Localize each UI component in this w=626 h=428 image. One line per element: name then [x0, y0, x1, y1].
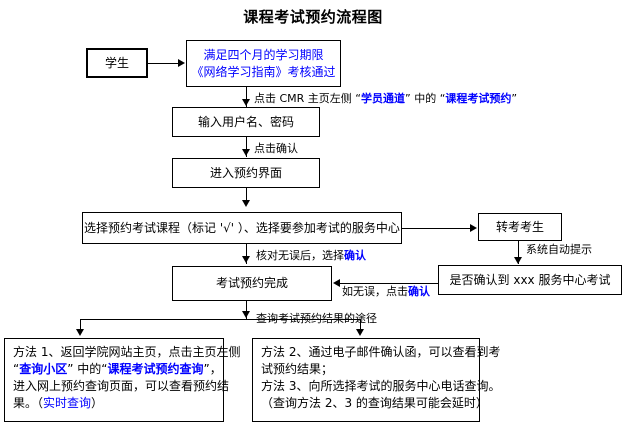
- node-student: 学生: [86, 48, 148, 78]
- edge-label-highlight-2: 课程考试预约: [445, 92, 512, 105]
- edge-confirm-to-done-line: [340, 283, 438, 284]
- edge-student-to-prereq-arrow: [178, 59, 185, 67]
- node-prerequisite-line1: 满足四个月的学习期限: [203, 47, 324, 62]
- node-select-course: 选择预约考试课程（标记 '√' ）、选择要参加考试的服务中心: [82, 212, 402, 244]
- node-method-2-3-line1: 方法 2、通过电子邮件确认函，可以查看到考: [261, 345, 501, 359]
- edge-transfer-to-confirm-line: [518, 241, 519, 264]
- node-select-course-label: 选择预约考试课程（标记 '√' ）、选择要参加考试的服务中心: [84, 220, 400, 235]
- node-method-2-3: 方法 2、通过电子邮件确认函，可以查看到考 试预约结果； 方法 3、向所选择考试…: [252, 338, 500, 422]
- node-transfer-student-label: 转考考生: [495, 219, 544, 234]
- page-title: 课程考试预约流程图: [243, 8, 383, 26]
- method1-line2-post: ”，: [203, 362, 222, 376]
- node-prerequisite: 满足四个月的学习期限 《网络学习指南》考核通过: [186, 40, 341, 87]
- node-login-label: 输入用户名、密码: [197, 114, 294, 129]
- method1-line4-post: ）: [91, 396, 104, 410]
- edge-login-to-ui-label: 点击确认: [254, 142, 298, 155]
- node-method-1: 方法 1、返回学院网站主页，点击主页左侧 “查询小区” 中的“课程考试预约查询”…: [4, 338, 240, 422]
- edge-select-to-transfer-arrow: [470, 224, 477, 232]
- node-booking-ui-label: 进入预约界面: [209, 165, 282, 180]
- node-confirm-center: 是否确认到 xxx 服务中心考试: [438, 265, 622, 295]
- edge-ui-to-select-arrow: [242, 200, 250, 207]
- edge-done-right-highlight: 确认: [408, 285, 430, 298]
- node-student-label: 学生: [104, 55, 129, 70]
- node-method-2-3-line2: 试预约结果；: [261, 362, 334, 376]
- node-method-2-3-line3: 方法 3、向所选择考试的服务中心电话查询。: [261, 379, 501, 393]
- edge-student-to-prereq-line: [148, 63, 178, 64]
- node-confirm-center-label: 是否确认到 xxx 服务中心考试: [449, 272, 611, 287]
- edge-ui-to-select-line: [246, 188, 247, 205]
- edge-method23-arrow: [356, 329, 364, 336]
- edge-done-to-methods-stem: [246, 301, 247, 319]
- edge-method1-arrow: [76, 329, 84, 336]
- edge-done-left-pre: 核对无误后，选择: [256, 249, 344, 262]
- method1-highlight-1: 查询小区: [19, 362, 68, 376]
- node-method-1-line3: 进入网上预约查询页面，可以查看预约结: [13, 379, 230, 393]
- edge-done-to-methods-arrow: [242, 311, 250, 318]
- edge-done-right-pre: 如无误，点击: [342, 285, 408, 298]
- edge-done-to-methods-label: 查询考试预约结果的途径: [256, 312, 377, 325]
- node-booking-done-label: 考试预约完成: [215, 276, 288, 290]
- edge-methods-bus: [80, 319, 360, 320]
- node-booking-ui: 进入预约界面: [172, 158, 320, 188]
- edge-label-highlight-1: 学员通道: [361, 92, 406, 105]
- edge-label-mid: ” 中的 “: [405, 92, 446, 105]
- method1-line4-pre: 果。（: [13, 396, 44, 410]
- edge-confirm-to-done-label: 如无误，点击确认: [342, 285, 430, 298]
- node-method-1-line4: 果。（实时查询）: [13, 395, 103, 412]
- node-transfer-student: 转考考生: [478, 213, 562, 241]
- edge-label-post: ”: [511, 92, 518, 105]
- method1-highlight-3: 实时查询: [43, 396, 92, 410]
- edge-select-to-transfer-line: [402, 228, 470, 229]
- edge-label-pre: 点击 CMR 主页左侧 “: [254, 92, 362, 105]
- edge-select-to-done-label: 核对无误后，选择确认: [256, 249, 366, 262]
- edge-method23-branch: [360, 319, 361, 333]
- node-booking-done: 考试预约完成: [172, 266, 332, 301]
- edge-prereq-to-login-arrow: [242, 99, 250, 106]
- method1-line2-pre: “: [13, 362, 20, 376]
- edge-login-to-ui-arrow: [242, 149, 250, 156]
- node-method-1-line2: “查询小区” 中的“课程考试预约查询”，: [13, 361, 222, 378]
- edge-done-left-highlight: 确认: [344, 249, 366, 262]
- edge-confirm-to-done-arrow: [333, 279, 340, 287]
- edge-prereq-to-login-line: [246, 87, 247, 107]
- edge-method1-branch: [80, 319, 81, 333]
- edge-auto-prompt-label: 系统自动提示: [526, 243, 592, 256]
- edge-login-to-ui-line: [246, 137, 247, 157]
- node-login: 输入用户名、密码: [172, 107, 320, 137]
- edge-prereq-to-login-label: 点击 CMR 主页左侧 “学员通道” 中的 “课程考试预约”: [254, 92, 517, 105]
- edge-select-to-done-arrow: [242, 256, 250, 263]
- node-method-2-3-line4: （查询方法 2、3 的查询结果可能会延时）: [261, 396, 488, 410]
- method1-line2-mid: ” 中的“: [67, 362, 108, 376]
- edge-transfer-to-confirm-arrow: [514, 257, 522, 264]
- method1-highlight-2: 课程考试预约查询: [107, 362, 204, 376]
- edge-select-to-done-line: [246, 244, 247, 264]
- node-method-1-line1: 方法 1、返回学院网站主页，点击主页左侧: [13, 345, 241, 359]
- node-prerequisite-line2: 《网络学习指南》考核通过: [191, 64, 336, 79]
